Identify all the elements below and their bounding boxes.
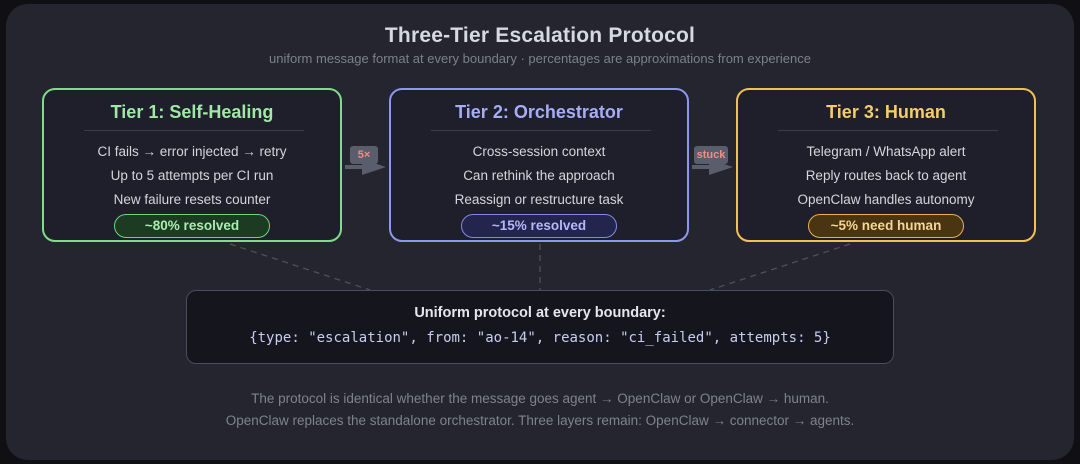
footer-note-2: OpenClaw replaces the standalone orchest… <box>225 413 855 428</box>
tier-1-badge: ~80% resolved <box>114 214 270 238</box>
tier-1-line: Up to 5 attempts per CI run <box>110 168 274 183</box>
tier-1-box: Tier 1: Self-Healing CI fails → error in… <box>42 88 342 242</box>
protocol-box: Uniform protocol at every boundary: {typ… <box>186 290 894 364</box>
dashed-connector-tier1 <box>229 243 371 291</box>
tier-2-box: Tier 2: Orchestrator Cross-session conte… <box>389 88 689 242</box>
tier-3-line: OpenClaw handles autonomy <box>797 192 975 207</box>
tier-2-line: Reassign or restructure task <box>454 192 624 207</box>
footer-note-1: The protocol is identical whether the me… <box>251 391 829 406</box>
tier-3-divider <box>778 130 998 131</box>
tier-2-divider <box>431 130 651 131</box>
protocol-code: {type: "escalation", from: "ao-14", reas… <box>249 330 831 346</box>
tier-2-line: Can rethink the approach <box>463 168 615 183</box>
tier-2-badge: ~15% resolved <box>461 214 617 238</box>
tier-1-line: CI fails → error injected → retry <box>97 144 287 159</box>
tier-2-title: Tier 2: Orchestrator <box>455 102 623 122</box>
tier-3-line: Telegram / WhatsApp alert <box>806 144 966 159</box>
protocol-heading: Uniform protocol at every boundary: <box>414 305 666 321</box>
tier-1-line: New failure resets counter <box>113 192 271 207</box>
diagram-subtitle: uniform message format at every boundary… <box>269 51 811 66</box>
arrow-label-stuck: stuck <box>694 146 728 164</box>
tier-3-badge: ~5% need human <box>808 214 964 238</box>
tier-3-box: Tier 3: Human Telegram / WhatsApp alert … <box>736 88 1036 242</box>
tier-3-lines: Telegram / WhatsApp alert Reply routes b… <box>738 140 1034 212</box>
diagram-title: Three-Tier Escalation Protocol <box>384 24 696 47</box>
dashed-connector-tier3 <box>709 243 851 291</box>
arrow-label-5x: 5× <box>350 146 378 164</box>
tier-1-lines: CI fails → error injected → retry Up to … <box>44 140 340 212</box>
tier-3-line: Reply routes back to agent <box>805 168 967 183</box>
tier-1-divider <box>84 130 304 131</box>
tier-2-line: Cross-session context <box>472 144 606 159</box>
tier-2-lines: Cross-session context Can rethink the ap… <box>391 140 687 212</box>
tier-1-title: Tier 1: Self-Healing <box>110 102 274 122</box>
tier-3-title: Tier 3: Human <box>826 102 946 122</box>
